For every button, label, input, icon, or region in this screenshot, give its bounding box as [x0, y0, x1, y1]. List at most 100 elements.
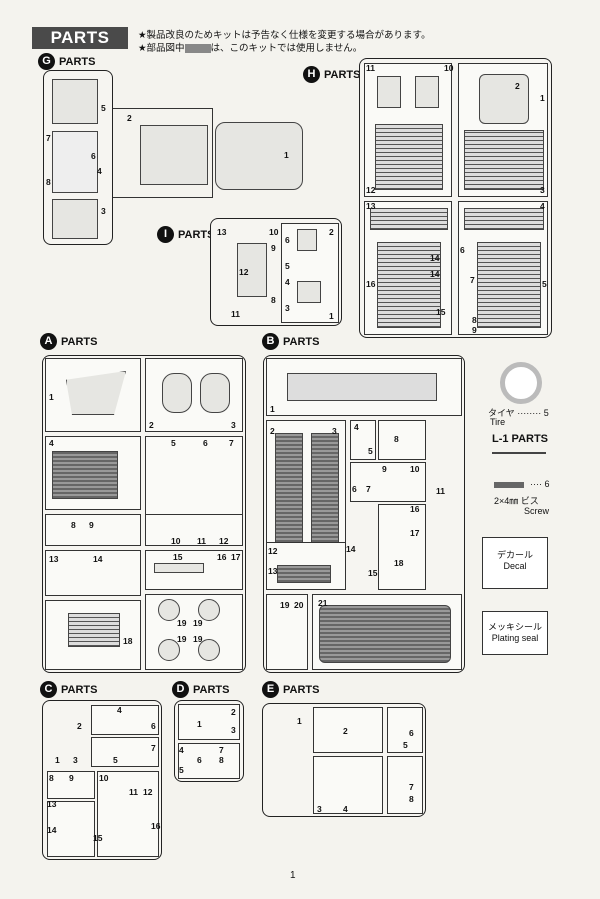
g-num-5: 5 [101, 103, 106, 113]
b-num-10: 10 [410, 464, 420, 474]
runner-b-header: B PARTS [262, 333, 319, 350]
h-num-8: 8 [472, 315, 477, 325]
c-num-12: 12 [143, 787, 153, 797]
runner-g-header: G PARTS [38, 53, 95, 70]
a-wheel-1 [158, 599, 180, 621]
a-num-5: 5 [171, 438, 176, 448]
g-door-lower [52, 199, 98, 239]
unused-part-swatch [184, 44, 211, 53]
a-cell-1 [45, 358, 141, 432]
e-num-5: 5 [403, 740, 408, 750]
g-num-3: 3 [101, 206, 106, 216]
c-cell-10 [97, 771, 159, 857]
page-title: PARTS [32, 27, 128, 49]
screw-jp: 2×4㎜ ビス [494, 496, 539, 506]
h-num-10: 10 [444, 63, 454, 73]
b-num-7: 7 [366, 484, 371, 494]
b-num-16: 16 [410, 504, 420, 514]
decal-jp: デカール [496, 550, 533, 560]
c-num-8: 8 [49, 773, 54, 783]
c-cell-8 [47, 771, 95, 799]
c-num-2: 2 [77, 721, 82, 731]
l1-title: L-1 PARTS [492, 433, 549, 445]
d-num-2: 2 [231, 707, 236, 717]
i-num-4: 4 [285, 277, 290, 287]
g-num-2: 2 [127, 113, 132, 123]
screw-en: Screw [524, 506, 550, 516]
h-num-15: 15 [436, 307, 446, 317]
a-num-2: 2 [149, 420, 154, 430]
d-num-1: 1 [197, 719, 202, 729]
e-num-1: 1 [297, 716, 302, 726]
h-panel-4 [464, 208, 544, 230]
a-cell-2 [145, 358, 243, 432]
g-cab-roof [215, 122, 303, 190]
c-cell-4 [91, 705, 159, 735]
note-2: ★部品図中は、このキットでは使用しません。 [138, 40, 362, 54]
b-num-9: 9 [382, 464, 387, 474]
c-num-5: 5 [113, 755, 118, 765]
d-num-4: 4 [179, 745, 184, 755]
runner-e-letter: E [262, 681, 279, 698]
a-num-17: 17 [231, 552, 241, 562]
b-num-15: 15 [368, 568, 378, 578]
a-windshield [66, 371, 126, 415]
a-num-7: 7 [229, 438, 234, 448]
h-num-14b: 14 [430, 269, 440, 279]
a-num-19b: 19 [193, 618, 203, 628]
a-cell-15 [145, 550, 243, 590]
a-num-8: 8 [71, 520, 76, 530]
b-cell-9 [350, 462, 426, 502]
e-cell-3 [313, 756, 383, 814]
h-panel-3 [464, 130, 544, 190]
screw-icon [494, 482, 524, 488]
runner-a-letter: A [40, 333, 57, 350]
a-grill-18 [68, 613, 120, 647]
runner-h-label: PARTS [324, 68, 361, 81]
h-num-3: 3 [540, 185, 545, 195]
c-num-15: 15 [93, 833, 103, 843]
h-num-7: 7 [470, 275, 475, 285]
a-num-19d: 19 [193, 634, 203, 644]
b-cell-21 [312, 594, 462, 670]
d-cell-bottom [178, 743, 240, 779]
i-num-5: 5 [285, 261, 290, 271]
plating-jp: メッキシール [487, 622, 542, 632]
a-wheel-2 [198, 599, 220, 621]
a-wheel-4 [198, 639, 220, 661]
b-cell-16 [378, 504, 426, 590]
e-num-4: 4 [343, 804, 348, 814]
e-cell-6 [387, 707, 423, 753]
a-num-19c: 19 [177, 634, 187, 644]
g-num-6: 6 [91, 151, 96, 161]
b-num-17: 17 [410, 528, 420, 538]
g-num-8: 8 [46, 177, 51, 187]
h-seat-right [415, 76, 439, 108]
a-num-3: 3 [231, 420, 236, 430]
h-cell-1 [364, 63, 452, 197]
h-cell-2 [458, 63, 548, 197]
b-num-18: 18 [394, 558, 404, 568]
a-num-1: 1 [49, 392, 54, 402]
a-num-9: 9 [89, 520, 94, 530]
runner-e-header: E PARTS [262, 681, 319, 698]
b-num-3: 3 [332, 426, 337, 436]
h-num-14a: 14 [430, 253, 440, 263]
page-number: 1 [290, 870, 296, 881]
c-num-16: 16 [151, 821, 161, 831]
b-num-20: 20 [294, 600, 304, 610]
g-door-panel [52, 131, 98, 193]
screw-num-row: ···· 6 [530, 479, 550, 489]
i-num-8: 8 [271, 295, 276, 305]
b-cell-frame [266, 358, 462, 416]
h-num-1: 1 [540, 93, 545, 103]
i-num-11: 11 [231, 309, 240, 319]
plating-en: Plating seal [491, 633, 539, 643]
runner-c-header: C PARTS [40, 681, 97, 698]
g-sprue [113, 108, 213, 198]
c-num-4: 4 [117, 705, 122, 715]
runner-i-frame: 13 10 9 12 11 8 6 2 5 4 3 1 [210, 218, 342, 326]
b-part-21 [319, 605, 451, 663]
h-num-12: 12 [366, 185, 376, 195]
i-num-2: 2 [329, 227, 334, 237]
